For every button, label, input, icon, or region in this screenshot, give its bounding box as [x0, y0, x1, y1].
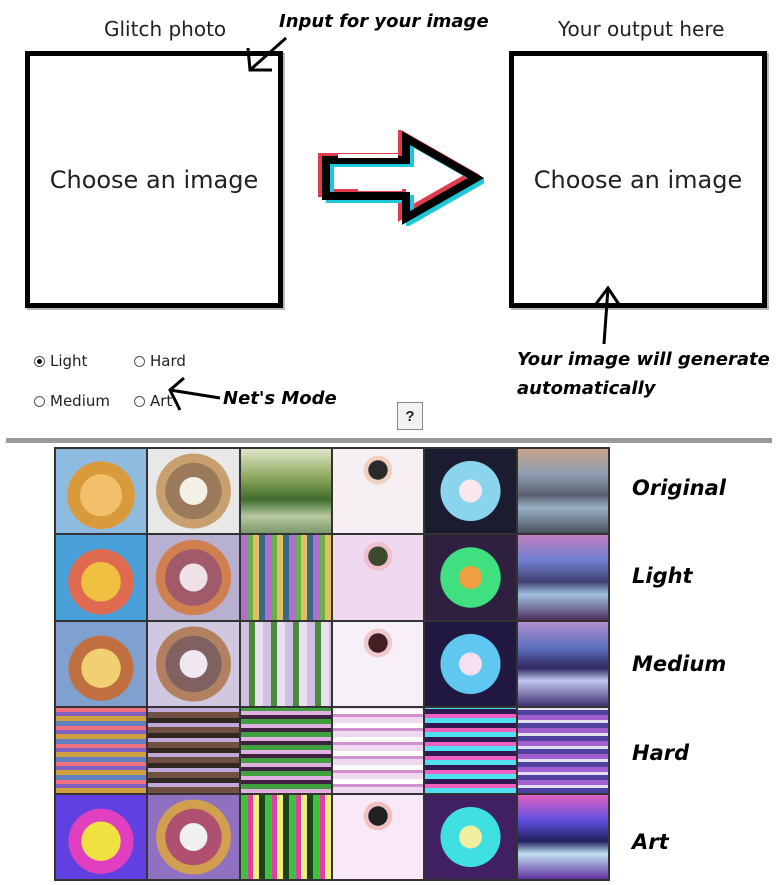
example-original-person	[333, 449, 424, 534]
output-header: Your output here	[558, 17, 725, 41]
mode-radio-medium[interactable]: Medium	[34, 392, 110, 410]
example-art-person	[333, 794, 424, 879]
example-original-mountain-valley	[517, 449, 608, 534]
output-image-box: Choose an image	[509, 51, 767, 308]
example-light-forest	[240, 535, 331, 620]
section-divider	[6, 438, 772, 443]
radio-hard-label: Hard	[150, 352, 186, 370]
input-annotation: Input for your image	[279, 11, 489, 32]
example-medium-person	[333, 621, 424, 707]
input-header: Glitch photo	[104, 17, 227, 41]
example-hard-mountain-valley	[517, 708, 608, 793]
radio-medium-label: Medium	[50, 392, 110, 410]
example-original-cat	[148, 449, 239, 534]
example-light-anime-girl	[425, 535, 516, 620]
radio-hard-indicator[interactable]	[134, 355, 145, 367]
example-art-forest	[240, 794, 331, 879]
example-light-person	[333, 535, 424, 620]
example-art-mountain-valley	[517, 794, 608, 879]
mode-radio-art[interactable]: Art	[134, 392, 172, 410]
example-original-forest	[240, 449, 331, 534]
example-art-dog	[56, 794, 147, 879]
input-box-label: Choose an image	[49, 165, 259, 194]
radio-medium-indicator[interactable]	[34, 395, 45, 407]
example-hard-forest	[240, 708, 331, 793]
radio-art-indicator[interactable]	[134, 395, 145, 407]
example-hard-anime-girl	[425, 708, 516, 793]
row-label-art: Art	[632, 830, 669, 854]
radio-light-label: Light	[50, 352, 88, 370]
row-label-original: Original	[632, 476, 726, 500]
example-medium-dog	[56, 621, 147, 707]
example-medium-forest	[240, 621, 331, 707]
glitch-arrow-icon	[318, 130, 484, 226]
examples-grid	[54, 447, 610, 881]
row-label-light: Light	[632, 564, 693, 588]
row-label-medium: Medium	[632, 652, 727, 676]
radio-light-indicator[interactable]	[34, 355, 45, 367]
example-light-dog	[56, 535, 147, 620]
example-hard-dog	[56, 708, 147, 793]
example-original-dog	[56, 449, 147, 534]
example-light-cat	[148, 535, 239, 620]
example-art-anime-girl	[425, 794, 516, 879]
help-button[interactable]: ?	[397, 402, 423, 430]
mode-radio-light[interactable]: Light	[34, 352, 87, 370]
mode-pointer-arrow-icon	[168, 376, 221, 411]
example-original-anime-girl	[425, 449, 516, 534]
mode-annotation: Net's Mode	[223, 388, 337, 409]
example-medium-anime-girl	[425, 621, 516, 707]
example-hard-person	[333, 708, 424, 793]
mode-radio-hard[interactable]: Hard	[134, 352, 186, 370]
example-light-mountain-valley	[517, 535, 608, 620]
input-image-box[interactable]: Choose an image	[25, 51, 283, 308]
output-annotation-line2: automatically	[517, 378, 656, 399]
output-pointer-arrow-icon	[594, 285, 622, 345]
output-annotation-line1: Your image will generate	[517, 349, 770, 370]
radio-art-label: Art	[150, 392, 173, 410]
example-medium-cat	[148, 621, 239, 707]
row-label-hard: Hard	[632, 741, 690, 765]
input-pointer-arrow-icon	[246, 36, 287, 72]
example-hard-cat	[148, 708, 239, 793]
example-art-cat	[148, 794, 239, 879]
example-medium-mountain-valley	[517, 621, 608, 707]
output-box-label: Choose an image	[533, 165, 743, 194]
